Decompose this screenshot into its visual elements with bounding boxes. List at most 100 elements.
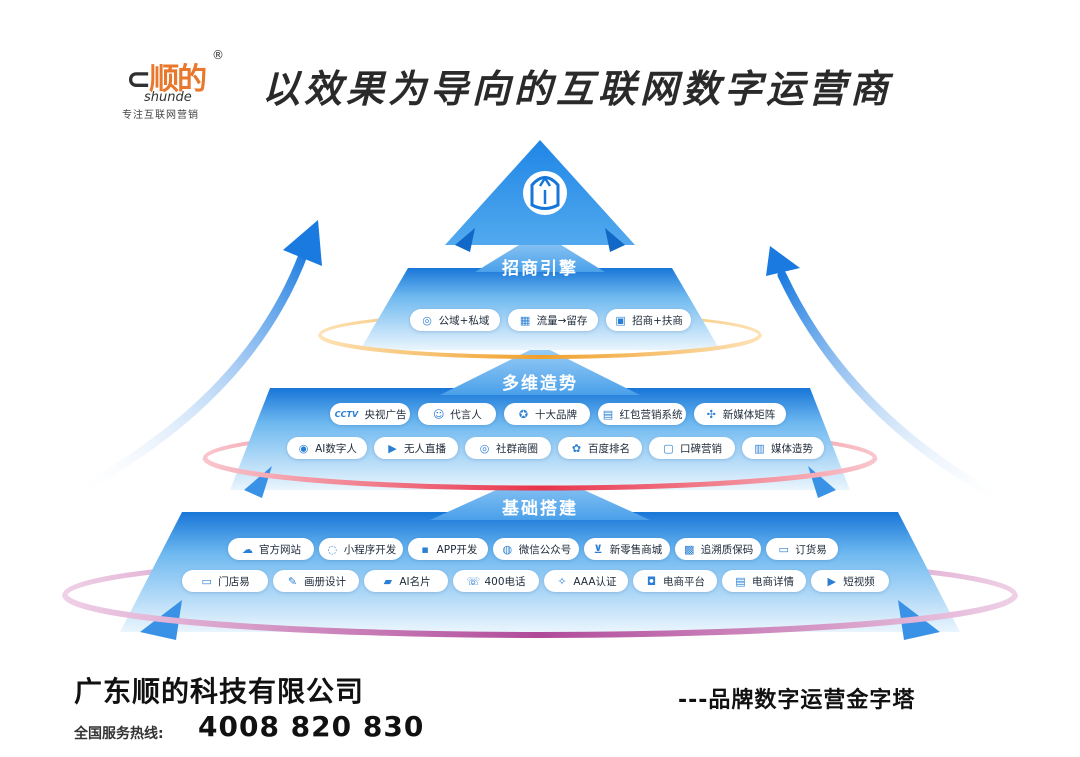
chip-cloud: ☁ 官方网站 (228, 538, 314, 560)
chip-label: 媒体造势 (771, 442, 813, 455)
logo-tagline: 专注互联网营销 (122, 110, 199, 121)
globe-icon: ◎ (422, 313, 432, 327)
apex-right-fin (605, 228, 625, 252)
company-logo: ⊂顺的 ® shunde 专注互联网营销 (108, 46, 238, 126)
pyramid-caption: ---品牌数字运营金字塔 (678, 688, 916, 713)
chip-label: 官方网站 (259, 543, 301, 556)
chip-certificate: ✧AAA认证 (544, 570, 628, 592)
chip-label: 电商详情 (752, 575, 794, 588)
app-icon: ▪ (421, 542, 429, 556)
chip-redpacket: ▤ 红包营销系统 (598, 403, 686, 425)
ai-avatar-icon: ◉ (298, 441, 309, 455)
chip-label: 门店易 (218, 575, 250, 588)
chip-label: 央视广告 (364, 408, 407, 421)
certificate-icon: ✧ (557, 574, 567, 588)
chip-label: 400电话 (484, 575, 526, 588)
chip-label: 红包营销系统 (619, 408, 683, 421)
chip-label: 新媒体矩阵 (722, 408, 776, 421)
hotline-number: 4008 820 830 (198, 710, 425, 743)
shop-icon: ▭ (201, 574, 212, 588)
card-icon: ▰ (383, 574, 393, 588)
chip-phone: ☏400电话 (453, 570, 539, 592)
chip-label: 无人直播 (404, 442, 446, 455)
chip-shop: ▭ 门店易 (182, 570, 268, 592)
person-icon: ☺ (433, 407, 445, 421)
phone-icon: ☏ (466, 574, 481, 588)
tier1-cap (475, 232, 605, 272)
chip-label: 公域+私域 (438, 314, 490, 327)
chip-label: 短视频 (843, 575, 875, 588)
tier3-title: 基础搭建 (502, 499, 578, 519)
chip-label: 小程序开发 (343, 543, 397, 556)
ring-tier1-front (318, 334, 762, 359)
community-icon: ◎ (479, 441, 490, 455)
chip-label: 画册设计 (304, 575, 346, 588)
hotline-label: 全国服务热线: (74, 726, 164, 742)
chip-baidu: ✿百度排名 (558, 437, 642, 459)
chip-cart: ⊻新零售商城 (584, 538, 670, 560)
chip-grid: ▦ 流量→留存 (508, 309, 598, 331)
chip-label: 流量→留存 (536, 314, 588, 327)
chip-label: 微信公众号 (518, 543, 572, 556)
baidu-icon: ✿ (571, 441, 582, 455)
company-name: 广东顺的科技有限公司 (74, 675, 365, 708)
tier2-cap (440, 345, 640, 395)
right-arrow-head-icon (766, 246, 800, 276)
chip-ai-avatar: ◉AI数字人 (287, 437, 367, 459)
doc-icon: ▤ (735, 574, 746, 588)
chip-video: ▶ 短视频 (811, 570, 889, 592)
chip-network: ✣新媒体矩阵 (694, 403, 786, 425)
shield-crown-icon (523, 171, 567, 215)
chip-media: ▥ 媒体造势 (742, 437, 824, 459)
chip-label: 十大品牌 (535, 408, 577, 421)
chip-label: 电商平台 (663, 575, 705, 588)
left-arrow-head-icon (283, 220, 322, 266)
slogan: 以效果为导向的互联网数字运营商 (262, 66, 893, 111)
chip-medal: ✪ 十大品牌 (504, 403, 590, 425)
logo-latin: shunde (144, 90, 192, 105)
chip-label: 招商+扶商 (632, 314, 683, 327)
left-growth-arrow (65, 245, 310, 500)
chip-community: ◎ 社群商圈 (465, 437, 551, 459)
medal-icon: ✪ (518, 407, 529, 421)
chip-brush: ✎画册设计 (273, 570, 359, 592)
chip-wechat: ◍ 微信公众号 (493, 538, 579, 560)
chip-label: APP开发 (436, 543, 478, 556)
media-icon: ▥ (754, 441, 765, 455)
bag-icon: ◘ (646, 574, 657, 588)
ring-tier3-front (62, 594, 1018, 638)
chip-doc: ▤ 电商详情 (722, 570, 806, 592)
registered-mark: ® (212, 48, 224, 62)
chip-miniprogram: ◌ 小程序开发 (319, 538, 403, 560)
miniprogram-icon: ◌ (327, 542, 338, 556)
live-icon: ▶ (388, 441, 397, 455)
chip-label: AI名片 (399, 575, 431, 588)
wechat-icon: ◍ (502, 542, 513, 556)
chip-label: 代言人 (450, 408, 482, 421)
chip-label: 社群商圈 (496, 442, 538, 455)
chip-card: ▰ AI名片 (364, 570, 448, 592)
logo-mark: ⊂顺的 (126, 62, 207, 97)
chip-order: ▭订货易 (766, 538, 838, 560)
tier2-title: 多维造势 (502, 374, 578, 394)
chip-globe: ◎ 公域+私域 (410, 309, 500, 331)
chip-app: ▪ APP开发 (408, 538, 488, 560)
grid-icon: ▦ (519, 313, 531, 327)
video-icon: ▶ (827, 574, 836, 588)
tier3-cap (430, 470, 650, 520)
chip-label: 口碑营销 (680, 442, 722, 455)
qrcode-icon: ▩ (684, 542, 695, 556)
chip-cctv: CCTV 央视广告 (330, 403, 410, 425)
cctv-icon: CCTV (334, 409, 359, 419)
chip-person: ☺ 代言人 (418, 403, 496, 425)
cloud-icon: ☁ (242, 542, 253, 556)
apex-left-fin (455, 228, 475, 252)
chip-label: 追溯质保码 (700, 543, 754, 556)
tier1-title: 招商引擎 (502, 259, 578, 279)
chip-live: ▶ 无人直播 (374, 437, 458, 459)
chip-chat: ▢口碑营销 (649, 437, 735, 459)
right-growth-arrow (777, 270, 1017, 510)
redpacket-icon: ▤ (602, 407, 614, 421)
order-icon: ▭ (778, 542, 789, 556)
chip-store: ▣招商+扶商 (606, 309, 691, 331)
